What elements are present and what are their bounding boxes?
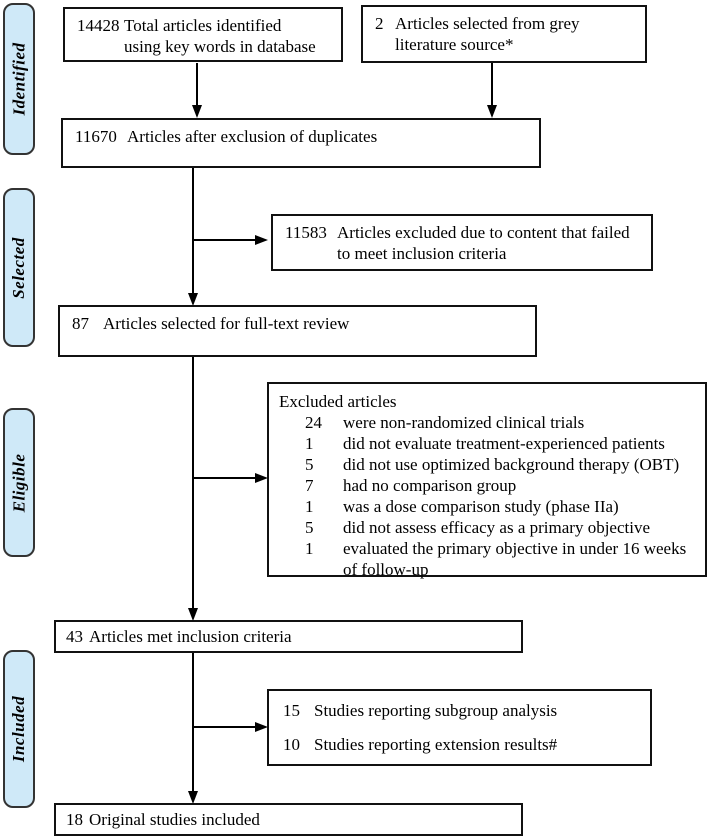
box-original-included: 18 Original studies included xyxy=(54,803,523,836)
arrow-grey-to-dedup-head-icon xyxy=(487,105,497,118)
box-content-excluded-text: Articles excluded due to content that fa… xyxy=(337,223,630,263)
box-fulltext-review: 87 Articles selected for full-text revie… xyxy=(58,305,537,357)
excluded-reason: 1 did not evaluate treatment-experienced… xyxy=(305,433,699,454)
arrow-total-to-dedup-head-icon xyxy=(192,105,202,118)
stage-label-identified: Identified xyxy=(3,3,35,155)
excluded-reason: 7 had no comparison group xyxy=(305,475,699,496)
excluded-reason-count: 5 xyxy=(305,455,314,474)
branch-to-excluded-articles-head-icon xyxy=(255,473,268,483)
stage-label-included-text: Included xyxy=(9,695,28,763)
box-met-criteria-text: Articles met inclusion criteria xyxy=(89,627,292,646)
excluded-reason-text: did not evaluate treatment-experienced p… xyxy=(343,434,665,453)
arrow-total-to-dedup-line xyxy=(196,63,198,105)
excluded-reason-count: 7 xyxy=(305,476,314,495)
box-met-criteria-count: 43 xyxy=(66,627,83,646)
box-grey-literature: 2 Articles selected from grey literature… xyxy=(361,5,647,63)
subgroup-item-text: Studies reporting subgroup analysis xyxy=(314,701,558,720)
excluded-reason-count: 24 xyxy=(305,413,322,432)
stage-label-selected: Selected xyxy=(3,188,35,347)
box-total-articles-count: 14428 xyxy=(77,16,120,35)
excluded-reason-text: was a dose comparison study (phase IIa) xyxy=(343,497,619,516)
box-original-included-count: 18 xyxy=(66,810,83,829)
box-subgroup-extension: 15 Studies reporting subgroup analysis 1… xyxy=(267,689,652,766)
stage-label-eligible: Eligible xyxy=(3,408,35,557)
box-excluded-articles: Excluded articles 24 were non-randomized… xyxy=(267,382,707,580)
box-grey-literature-count: 2 xyxy=(375,14,384,33)
arrow-met-to-included-head-icon xyxy=(188,791,198,804)
excluded-reason-count: 5 xyxy=(305,518,314,537)
branch-to-content-excluded-head-icon xyxy=(255,235,268,245)
excluded-reason: 5 did not assess efficacy as a primary o… xyxy=(305,517,699,538)
excluded-reason: 24 were non-randomized clinical trials xyxy=(305,412,699,433)
subgroup-item: 10 Studies reporting extension results# xyxy=(283,734,642,755)
box-grey-literature-text: Articles selected from grey literature s… xyxy=(395,14,580,54)
arrow-fulltext-to-met-line xyxy=(192,357,194,608)
excluded-reason-text: evaluated the primary objective in under… xyxy=(343,539,687,579)
box-total-articles: 14428 Total articles identified using ke… xyxy=(63,7,343,62)
excluded-reason: 5 did not use optimized background thera… xyxy=(305,454,699,475)
excluded-reason: 1 was a dose comparison study (phase IIa… xyxy=(305,496,699,517)
branch-to-content-excluded-line xyxy=(192,239,255,241)
subgroup-item-count: 15 xyxy=(283,701,300,720)
subgroup-item-text: Studies reporting extension results# xyxy=(314,735,558,754)
excluded-reason-text: did not assess efficacy as a primary obj… xyxy=(343,518,650,537)
excluded-reason-text: had no comparison group xyxy=(343,476,517,495)
box-content-excluded-count: 11583 xyxy=(285,223,327,242)
branch-to-subgroup-head-icon xyxy=(255,722,268,732)
excluded-reason-text: were non-randomized clinical trials xyxy=(343,413,585,432)
excluded-reason-count: 1 xyxy=(305,434,314,453)
subgroup-item: 15 Studies reporting subgroup analysis xyxy=(283,700,642,721)
arrow-fulltext-to-met-head-icon xyxy=(188,608,198,621)
branch-to-excluded-articles-line xyxy=(192,477,255,479)
stage-label-identified-text: Identified xyxy=(9,42,28,116)
box-met-criteria: 43 Articles met inclusion criteria xyxy=(54,620,523,653)
box-original-included-text: Original studies included xyxy=(89,810,260,829)
excluded-reason-count: 1 xyxy=(305,497,314,516)
stage-label-selected-text: Selected xyxy=(9,236,28,299)
subgroup-item-count: 10 xyxy=(283,735,300,754)
excluded-reason-text: did not use optimized background therapy… xyxy=(343,455,680,474)
arrow-dedup-to-fulltext-head-icon xyxy=(188,293,198,306)
arrow-dedup-to-fulltext-line xyxy=(192,168,194,293)
stage-label-included: Included xyxy=(3,650,35,808)
box-after-duplicates-count: 11670 xyxy=(75,127,117,146)
excluded-reason: 1 evaluated the primary objective in und… xyxy=(305,538,699,580)
box-fulltext-review-count: 87 xyxy=(72,314,89,333)
box-fulltext-review-text: Articles selected for full-text review xyxy=(103,314,350,333)
box-content-excluded: 11583 Articles excluded due to content t… xyxy=(271,214,653,271)
box-after-duplicates-text: Articles after exclusion of duplicates xyxy=(127,127,378,146)
stage-label-eligible-text: Eligible xyxy=(9,453,28,512)
excluded-reason-count: 1 xyxy=(305,539,314,558)
box-excluded-articles-title: Excluded articles xyxy=(279,392,397,411)
arrow-met-to-included-line xyxy=(192,653,194,791)
box-after-duplicates: 11670 Articles after exclusion of duplic… xyxy=(61,118,541,168)
branch-to-subgroup-line xyxy=(192,726,255,728)
arrow-grey-to-dedup-line xyxy=(491,63,493,105)
box-total-articles-text: Total articles identified using key word… xyxy=(124,16,316,56)
